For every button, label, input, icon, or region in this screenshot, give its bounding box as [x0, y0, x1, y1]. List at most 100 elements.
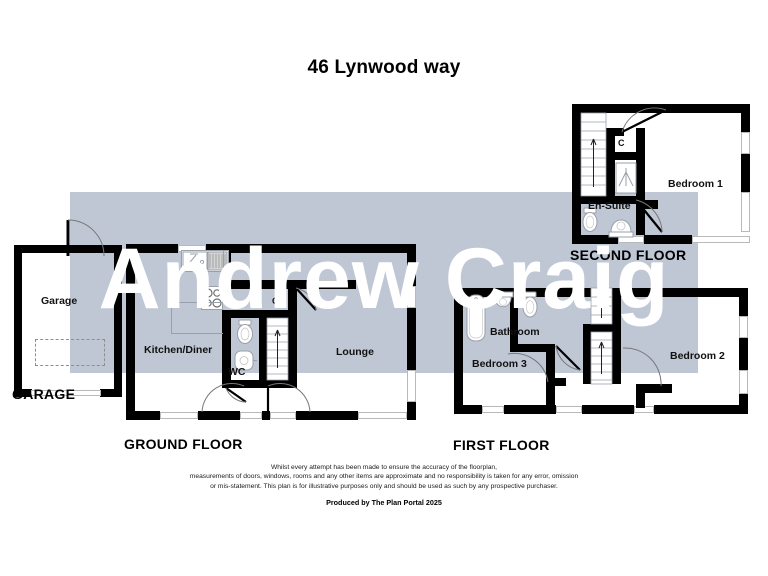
first-wall-bay-step-horz — [636, 384, 672, 393]
first-staircase-lower — [590, 331, 613, 385]
ground-wall-hall-bottom-right — [267, 380, 297, 388]
ground-wall-cupboard-right — [288, 280, 297, 318]
room-label-lounge: Lounge — [336, 346, 374, 358]
ensuite-shower — [615, 162, 637, 194]
ensuite-toilet — [580, 207, 600, 234]
ground-wall-right-lower — [407, 402, 416, 420]
producer-credit: Produced by The Plan Portal 2025 — [326, 498, 442, 507]
second-floor-plan: Bedroom 1 En-Suite C — [572, 104, 758, 244]
bathroom-bathtub — [466, 294, 486, 342]
first-wall-landing-left — [583, 324, 591, 384]
first-staircase-upper — [590, 287, 613, 325]
first-wall-bottom-3 — [582, 405, 634, 414]
disclaimer-line-1: Whilst every attempt has been made to en… — [270, 464, 497, 471]
second-wall-left — [572, 104, 581, 244]
ground-window-lounge-right-2 — [407, 370, 416, 402]
ground-door-bottom-entry — [240, 412, 262, 419]
first-wall-bottom-2 — [504, 405, 556, 414]
second-wall-cupboard-bottom — [606, 152, 645, 160]
room-label-wc: WC — [228, 366, 246, 378]
ground-window-bottom-1 — [160, 412, 198, 419]
cupboard-door-ground — [294, 286, 326, 318]
garage-wall-bottom-left — [14, 389, 32, 397]
ground-window-lounge-right-1 — [407, 286, 416, 308]
room-label-garage: Garage — [41, 295, 78, 307]
second-wall-cupboard-left — [606, 128, 615, 200]
garage-dashed-area — [35, 339, 105, 366]
ground-wall-bottom-3 — [262, 411, 270, 420]
ground-wall-top-mid — [206, 244, 416, 253]
first-wall-bay-step-vert — [636, 384, 645, 408]
first-window-bottom-1 — [482, 406, 504, 413]
first-wall-right-1 — [739, 288, 748, 316]
bathroom-basin — [492, 291, 514, 316]
garage-wall-bottom-right — [100, 389, 122, 397]
ground-wall-left — [126, 244, 135, 420]
ground-wall-bottom-2 — [198, 411, 240, 420]
garage-door-opening — [31, 390, 101, 396]
ground-window-bottom-2 — [270, 412, 296, 419]
disclaimer-text: Whilst every attempt has been made to en… — [0, 463, 768, 491]
ensuite-door — [632, 196, 674, 240]
ground-wall-right-upper — [407, 244, 416, 286]
room-label-cupboard-ground: C — [272, 296, 279, 306]
ground-wall-top-left — [126, 244, 178, 253]
floor-label-garage: GARAGE — [12, 386, 76, 402]
room-label-ensuite: En-Suite — [588, 200, 631, 212]
ground-wall-bottom-1 — [126, 411, 160, 420]
first-wall-bathroom-bottom — [510, 344, 555, 352]
ground-window-bottom-3 — [358, 412, 407, 419]
disclaimer-line-2: measurements of doors, windows, rooms an… — [189, 473, 579, 481]
ground-wall-right-mid — [407, 308, 416, 370]
room-label-cupboard-second: C — [618, 138, 625, 148]
first-wall-bed3-right — [546, 344, 555, 406]
floor-label-second: SECOND FLOOR — [570, 247, 687, 263]
ground-staircase — [266, 317, 289, 381]
disclaimer-line-3: or mis-statement. This plan is for illus… — [210, 482, 558, 490]
second-wall-ensuite-right — [636, 200, 645, 235]
room-label-bedroom2: Bedroom 2 — [670, 350, 725, 362]
first-window-right-1 — [739, 316, 748, 338]
first-wall-left — [454, 288, 463, 414]
second-wall-cupboard-top — [606, 128, 624, 136]
floor-label-first: FIRST FLOOR — [453, 437, 550, 453]
second-window-bottom-2 — [692, 236, 750, 243]
second-wall-cupboard-right — [636, 128, 645, 200]
first-floor-plan: Bedroom 3 Bathroom Bedroom 2 — [454, 287, 758, 418]
kitchen-hob — [201, 286, 223, 310]
bedroom2-door-swing — [619, 346, 669, 388]
ground-wall-wc-right — [259, 310, 267, 388]
room-label-bathroom: Bathroom — [490, 326, 540, 338]
first-wall-landing-bottom — [546, 378, 566, 386]
garage-entry-door — [62, 218, 108, 258]
wc-basin — [234, 350, 258, 372]
second-wall-right-1 — [741, 104, 750, 132]
first-wall-bathroom-left — [510, 288, 518, 348]
bathroom-door — [552, 344, 586, 378]
second-staircase — [580, 112, 607, 197]
first-wall-bottom-1 — [454, 405, 482, 414]
bedroom1-door-swing — [614, 107, 674, 144]
wc-door — [222, 384, 256, 414]
bathroom-toilet — [520, 291, 540, 320]
wc-toilet — [234, 319, 256, 346]
ground-wall-stair-right — [288, 310, 297, 388]
first-wall-stair-divider — [583, 324, 621, 332]
garage-wall-left — [14, 245, 22, 397]
garage-wall-right — [114, 245, 122, 397]
first-wall-landing-right — [612, 288, 621, 384]
ensuite-basin — [608, 210, 634, 238]
room-label-kitchen-diner: Kitchen/Diner — [144, 344, 213, 356]
second-window-right-1 — [741, 132, 750, 154]
first-wall-bottom-4 — [654, 405, 748, 414]
first-window-right-2 — [739, 370, 748, 394]
room-label-bedroom1: Bedroom 1 — [668, 178, 723, 190]
kitchen-island-unit — [171, 302, 223, 334]
second-window-right-2 — [741, 192, 750, 232]
second-wall-right-2 — [741, 154, 750, 192]
hall-kitchen-door-swing — [200, 382, 248, 414]
second-wall-bottom-2 — [644, 235, 692, 244]
first-wall-right-2 — [739, 338, 748, 370]
second-wall-ensuite-top — [572, 196, 636, 204]
